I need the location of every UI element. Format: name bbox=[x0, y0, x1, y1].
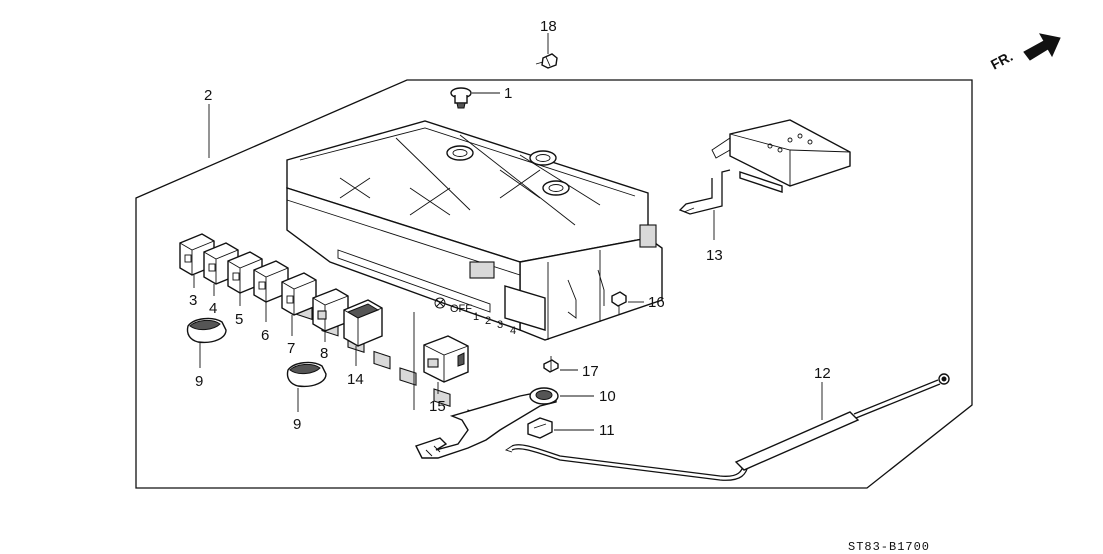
callout-2: 2 bbox=[204, 87, 212, 104]
callout-7: 7 bbox=[287, 340, 295, 357]
part-9-knob-left[interactable] bbox=[186, 317, 227, 344]
callout-12: 12 bbox=[814, 365, 831, 382]
part-8-switch[interactable] bbox=[312, 288, 349, 332]
callout-17: 17 bbox=[582, 363, 599, 380]
front-direction-indicator: FR. bbox=[988, 33, 1061, 73]
leader-lines bbox=[193, 104, 439, 412]
callout-9-right: 9 bbox=[293, 416, 301, 433]
callout-3: 3 bbox=[189, 292, 197, 309]
callout-5: 5 bbox=[235, 311, 243, 328]
fan-speed-4-label: 4 bbox=[510, 325, 516, 337]
fan-speed-1-label: 1 bbox=[473, 311, 479, 323]
callout-18: 18 bbox=[540, 18, 557, 35]
assembly-boundary bbox=[135, 79, 973, 489]
callout-labels: 18 1 2 13 3 4 5 6 7 8 14 9 9 15 16 17 10… bbox=[189, 18, 831, 439]
part-14-switch[interactable] bbox=[343, 299, 383, 347]
part-1-clip[interactable] bbox=[450, 87, 472, 109]
part-15-switch[interactable] bbox=[423, 335, 469, 383]
part-10-bracket[interactable] bbox=[415, 387, 559, 459]
callout-15: 15 bbox=[429, 398, 446, 415]
fan-speed-2-label: 2 bbox=[485, 315, 491, 327]
fan-speed-markings: OFF 1 2 3 4 bbox=[434, 297, 516, 337]
heater-control-housing[interactable] bbox=[286, 120, 663, 428]
part-17-screw[interactable] bbox=[543, 356, 559, 373]
callout-10: 10 bbox=[599, 388, 616, 405]
callout-1: 1 bbox=[504, 85, 512, 102]
callout-13: 13 bbox=[706, 247, 723, 264]
part-12-cable[interactable] bbox=[504, 373, 950, 481]
callout-11: 11 bbox=[599, 422, 615, 439]
part-18-screw[interactable] bbox=[535, 53, 558, 69]
fan-off-label: OFF bbox=[450, 303, 472, 315]
part-16-screw[interactable] bbox=[611, 291, 627, 314]
callout-14: 14 bbox=[347, 371, 364, 388]
front-direction-label: FR. bbox=[988, 48, 1015, 73]
callout-6: 6 bbox=[261, 327, 269, 344]
part-9-knob-right[interactable] bbox=[286, 361, 327, 388]
callout-8: 8 bbox=[320, 345, 328, 362]
part-13-control-unit[interactable] bbox=[678, 119, 851, 215]
part-7-switch[interactable] bbox=[281, 272, 317, 316]
arrow-icon bbox=[1023, 33, 1061, 61]
callout-16: 16 bbox=[648, 294, 665, 311]
callout-4: 4 bbox=[209, 300, 217, 317]
fan-speed-3-label: 3 bbox=[497, 319, 503, 331]
diagram-code: ST83-B1700 bbox=[848, 540, 930, 554]
callout-9-left: 9 bbox=[195, 373, 203, 390]
part-11-clip[interactable] bbox=[527, 417, 553, 439]
